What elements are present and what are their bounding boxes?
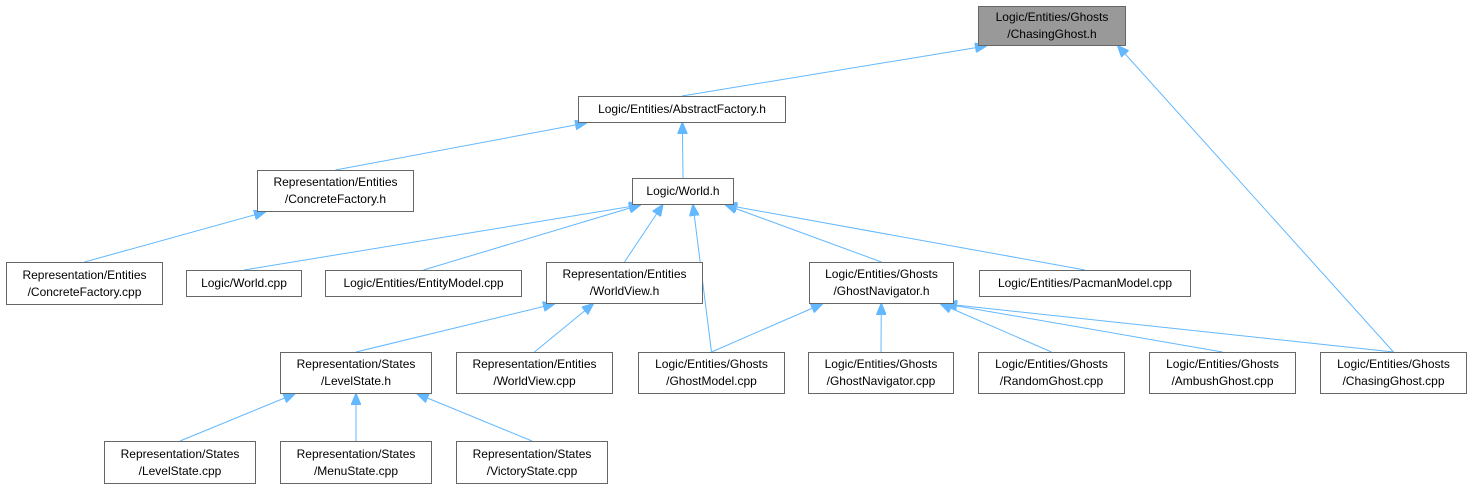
node-ghost-navigator-h[interactable]: Logic/Entities/Ghosts /GhostNavigator.h [809, 262, 954, 304]
edge-ghost_model_cpp-to-ghost_navigator_h [711, 304, 823, 353]
node-label-line: Logic/Entities/Ghosts [1337, 357, 1450, 371]
edge-chasing_ghost_cpp-to-ghost_navigator_h [946, 304, 1394, 353]
node-entity-model-cpp[interactable]: Logic/Entities/EntityModel.cpp [325, 270, 522, 297]
node-chasing-ghost-h: Logic/Entities/Ghosts /ChasingGhost.h [978, 6, 1126, 46]
node-label-line: /RandomGhost.cpp [999, 374, 1104, 388]
node-concrete-factory-h[interactable]: Representation/Entities /ConcreteFactory… [257, 170, 414, 212]
node-label-line: Logic/World.cpp [201, 276, 287, 290]
node-label-line: Representation/States [296, 357, 416, 371]
node-level-state-h[interactable]: Representation/States /LevelState.h [280, 352, 432, 394]
node-label-line: /GhostModel.cpp [666, 374, 757, 388]
node-label-line: /ConcreteFactory.h [284, 192, 387, 206]
node-world-cpp[interactable]: Logic/World.cpp [186, 270, 302, 297]
node-label-line: /ConcreteFactory.cpp [27, 284, 142, 299]
node-label-line: /VictoryState.cpp [486, 463, 578, 478]
edge-ghost_navigator_h-to-world_h [726, 205, 882, 263]
edge-abstract_factory_h-to-chasing_ghost_h [681, 46, 986, 97]
node-label-line: Representation/Entities [562, 267, 687, 281]
node-world-view-cpp[interactable]: Representation/Entities /WorldView.cpp [456, 352, 613, 394]
edge-world_h-to-abstract_factory_h [682, 123, 683, 179]
node-label-line: /AmbushGhost.cpp [1171, 374, 1274, 388]
node-world-view-h[interactable]: Representation/Entities /WorldView.h [546, 262, 703, 304]
node-ghost-navigator-cpp[interactable]: Logic/Entities/Ghosts /GhostNavigator.cp… [808, 352, 954, 394]
node-label-line: /ChasingGhost.h [1007, 27, 1097, 41]
edge-concrete_factory_cpp-to-concrete_factory_h [84, 212, 266, 263]
node-concrete-factory-cpp[interactable]: Representation/Entities /ConcreteFactory… [6, 262, 163, 305]
node-label-line: Representation/Entities [472, 357, 597, 371]
edge-level_state_h-to-world_view_h [355, 304, 554, 353]
edge-concrete_factory_h-to-abstract_factory_h [335, 123, 587, 171]
edge-pacman_model_cpp-to-world_h [726, 205, 1086, 271]
node-label-line: /MenuState.cpp [313, 463, 399, 478]
node-chasing-ghost-cpp[interactable]: Logic/Entities/Ghosts /ChasingGhost.cpp [1320, 352, 1467, 394]
node-label-line: Logic/Entities/Ghosts [655, 357, 768, 371]
edge-world_view_cpp-to-world_view_h [534, 304, 594, 353]
node-ghost-model-cpp[interactable]: Logic/Entities/Ghosts /GhostModel.cpp [638, 352, 785, 394]
node-label-line: Representation/States [472, 446, 592, 461]
edge-random_ghost_cpp-to-ghost_navigator_h [941, 304, 1052, 353]
node-label-line: Logic/Entities/Ghosts [995, 10, 1109, 24]
node-world-h[interactable]: Logic/World.h [632, 178, 734, 205]
edge-world_view_h-to-world_h [624, 205, 663, 263]
edge-world_cpp-to-world_h [243, 205, 640, 271]
node-label-line: Logic/Entities/Ghosts [1166, 357, 1279, 371]
node-label-line: Logic/Entities/EntityModel.cpp [343, 276, 504, 290]
node-label-line: Logic/Entities/Ghosts [825, 267, 938, 281]
node-label-line: /LevelState.h [320, 374, 392, 388]
node-label-line: /WorldView.h [589, 284, 660, 298]
node-label-line: /WorldView.cpp [493, 374, 576, 388]
node-label-line: Representation/States [120, 446, 240, 461]
node-label-line: Logic/World.h [646, 184, 720, 198]
node-victory-state-cpp[interactable]: Representation/States /VictoryState.cpp [456, 441, 608, 484]
edge-ambush_ghost_cpp-to-ghost_navigator_h [946, 304, 1223, 353]
node-label-line: Logic/Entities/PacmanModel.cpp [997, 276, 1173, 290]
node-label-line: /LevelState.cpp [138, 463, 222, 478]
node-label-line: Logic/Entities/Ghosts [824, 357, 938, 371]
node-abstract-factory-h[interactable]: Logic/Entities/AbstractFactory.h [578, 96, 786, 123]
node-label-line: Representation/Entities [22, 267, 147, 282]
node-label-line: Logic/Entities/AbstractFactory.h [598, 102, 766, 116]
edge-entity_model_cpp-to-world_h [423, 205, 641, 271]
node-label-line: Representation/Entities [273, 175, 398, 189]
edge-level_state_cpp-to-level_state_h [179, 394, 294, 442]
node-label-line: Representation/States [296, 446, 416, 461]
node-level-state-cpp[interactable]: Representation/States /LevelState.cpp [104, 441, 256, 484]
edge-victory_state_cpp-to-level_state_h [418, 394, 533, 442]
node-label-line: Logic/Entities/Ghosts [995, 357, 1108, 371]
node-label-line: /GhostNavigator.cpp [826, 374, 936, 388]
node-random-ghost-cpp[interactable]: Logic/Entities/Ghosts /RandomGhost.cpp [978, 352, 1125, 394]
node-pacman-model-cpp[interactable]: Logic/Entities/PacmanModel.cpp [979, 270, 1191, 297]
node-ambush-ghost-cpp[interactable]: Logic/Entities/Ghosts /AmbushGhost.cpp [1149, 352, 1296, 394]
node-menu-state-cpp[interactable]: Representation/States /MenuState.cpp [280, 441, 432, 484]
node-label-line: /GhostNavigator.h [833, 284, 930, 298]
edge-chasing_ghost_cpp-to-chasing_ghost_h [1118, 46, 1394, 353]
node-label-line: /ChasingGhost.cpp [1342, 374, 1445, 388]
